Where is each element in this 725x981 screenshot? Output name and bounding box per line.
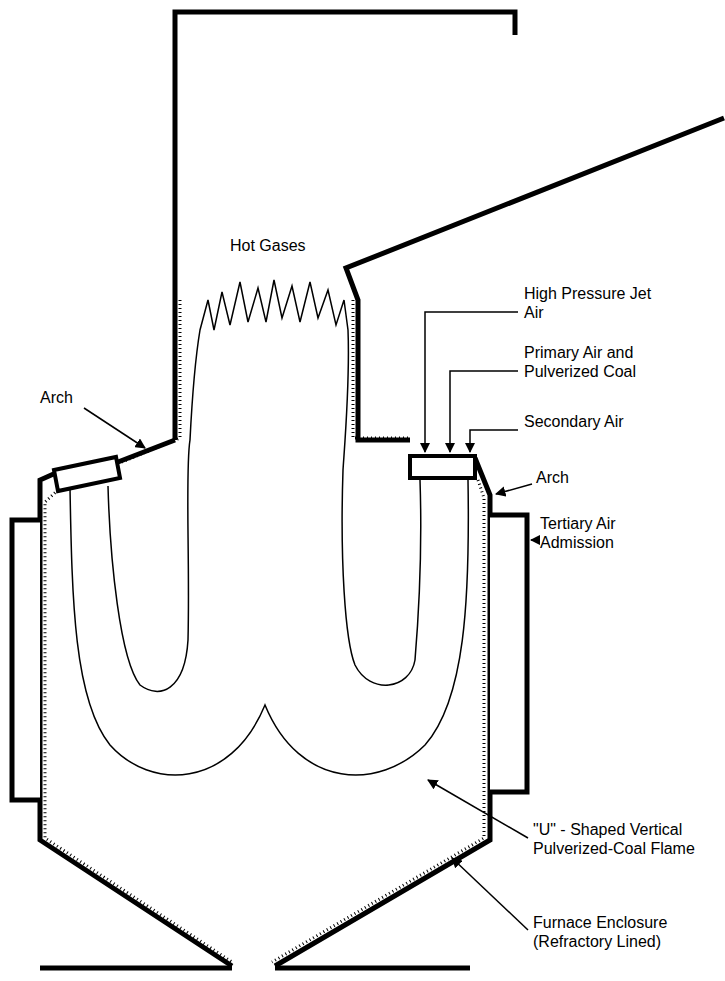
callout-label: Hot Gases [230, 236, 306, 255]
u-shaped-flame [70, 280, 468, 775]
callout-label: Furnace Enclosure (Refractory Lined) [533, 913, 718, 951]
callout-label: Primary Air and Pulverized Coal [524, 343, 674, 381]
callout-label: Secondary Air [524, 412, 624, 431]
leader-line [84, 312, 536, 930]
callout-label: Arch [536, 468, 569, 487]
callout-label: "U" - Shaped Vertical Pulverized-Coal Fl… [533, 820, 708, 858]
callout-label: Arch [40, 388, 73, 407]
burner [54, 456, 475, 491]
callout-label: High Pressure Jet Air [524, 284, 654, 322]
furnace-enclosure [40, 12, 724, 968]
tertiary-air-box [12, 515, 527, 800]
callout-label: Tertiary Air Admission [540, 514, 670, 552]
refractory-lining [45, 300, 484, 962]
